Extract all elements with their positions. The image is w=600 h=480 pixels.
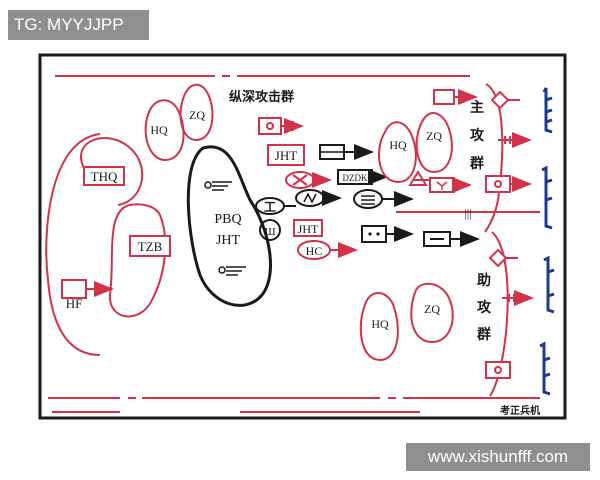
hq-bottom-area <box>359 292 399 362</box>
pbq-label: PBQ <box>214 212 241 227</box>
hc-label: HC <box>306 244 323 258</box>
main-group-2: 攻 <box>470 127 485 144</box>
gong-label: 工 <box>264 200 276 214</box>
deep-unit-symbol <box>258 117 282 135</box>
jht-box-top <box>267 144 305 166</box>
main-tank-box <box>485 175 511 193</box>
aux-group-3: 群 <box>476 326 491 343</box>
hq-right-label: HQ <box>389 138 407 152</box>
tick-mark: ||| <box>464 206 471 220</box>
url-tag: www.xishunfff.com <box>406 443 590 471</box>
sensor-symbol-bottom <box>218 266 246 276</box>
jht-mid-label: JHT <box>298 222 319 236</box>
thq-box <box>83 166 125 186</box>
tzb-label: TZB <box>138 239 163 254</box>
zq-right-area <box>415 112 453 174</box>
tzb-box <box>129 235 171 257</box>
dzdk-label: DZDK <box>343 173 368 183</box>
radar-oval <box>353 189 383 209</box>
main-unit-box <box>433 89 455 105</box>
watermark: 考正兵机 <box>500 404 540 417</box>
hospital-symbol: Ш <box>264 226 275 238</box>
hq-bottom-label: HQ <box>371 317 389 331</box>
hq-top-label: HQ <box>150 123 168 137</box>
zq-bottom-area <box>410 282 454 344</box>
tzb-area <box>108 203 167 318</box>
deep-group-label: 纵深攻击群 <box>229 89 294 105</box>
hq-right-area <box>378 121 417 184</box>
red-triangle <box>408 170 428 186</box>
rear-boundary-curve <box>45 133 101 356</box>
enemy-front-markers <box>539 87 555 396</box>
outer-frame <box>38 53 567 420</box>
hf-label: HF <box>66 296 83 311</box>
pbq-area <box>186 145 273 307</box>
jht-center-label: JHT <box>216 233 241 248</box>
dotted-box <box>361 225 387 243</box>
jht-box-mid <box>293 219 323 237</box>
tg-tag: TG: MYYJJPP <box>8 10 149 40</box>
jht-top-label: JHT <box>275 148 297 163</box>
zq-top-label: ZQ <box>189 108 205 122</box>
aux-tank-box <box>485 361 511 379</box>
hq-top-area <box>144 99 185 162</box>
front-line-bottom <box>48 397 540 413</box>
main-group-1: 主 <box>470 99 484 116</box>
zq-bottom-label: ZQ <box>424 302 440 316</box>
sensor-symbol-top <box>204 181 232 191</box>
thq-area <box>80 137 144 206</box>
zq-right-label: ZQ <box>426 129 442 143</box>
thq-label: THQ <box>91 169 118 184</box>
hospital-circle <box>259 219 281 241</box>
aux-group-2: 攻 <box>477 299 492 316</box>
aux-group-1: 助 <box>477 272 491 289</box>
zq-top-area <box>179 83 214 142</box>
main-group-3: 群 <box>469 155 484 172</box>
